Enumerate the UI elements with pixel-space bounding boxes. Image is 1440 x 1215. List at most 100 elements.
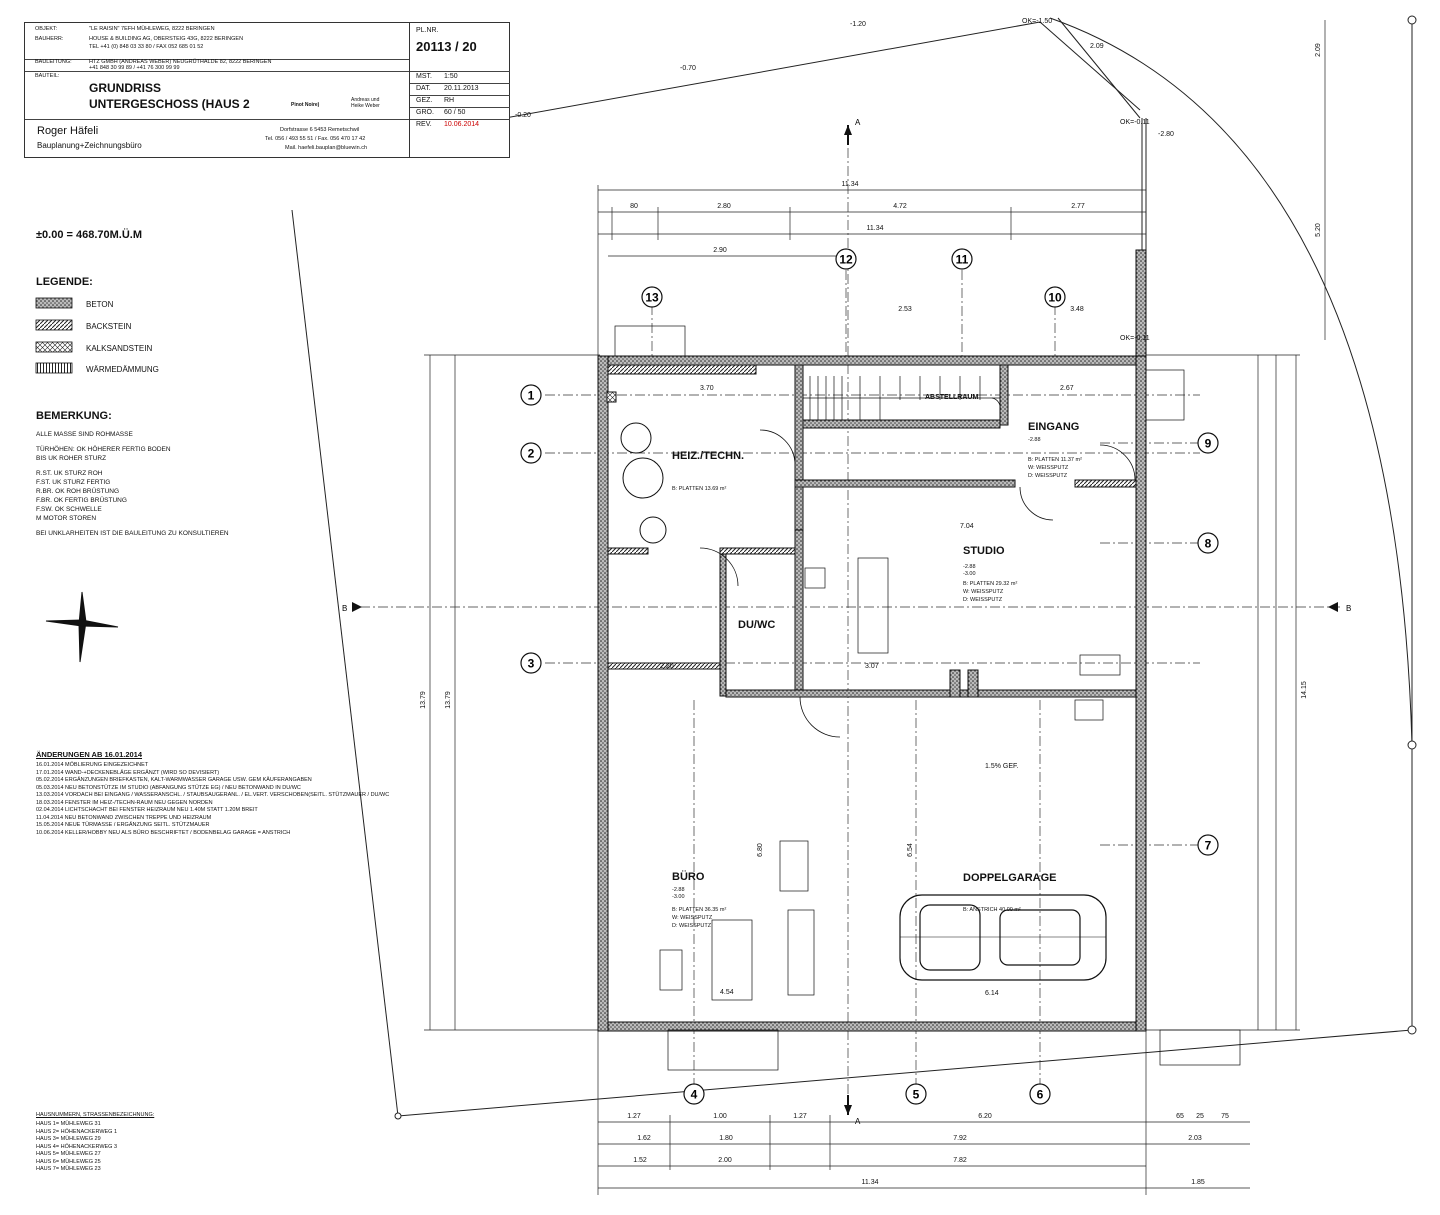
- company-sub: Bauplanung+Zeichnungsbüro: [37, 141, 142, 150]
- objekt-value: "LE RAISIN" 7EFH MÜHLEWEG, 8222 BERINGEN: [89, 26, 215, 32]
- change-line: 05.02.2014 ERGÄNZUNGEN BRIEFKASTEN, KALT…: [36, 777, 312, 783]
- dim-top-290: 2.90: [713, 247, 727, 254]
- title-block-right: PL.NR. 20113 / 20 MST.1:50 DAT.20.11.201…: [409, 23, 510, 157]
- changes-list: 16.01.2014 MÖBLIERUNG EINGEZEICHNET 17.0…: [36, 762, 389, 837]
- legend-swatches: [35, 297, 73, 374]
- site-level: OK=-1.50: [1022, 18, 1052, 25]
- title-row-lead: BAULEITUNG: HTZ GMBH (ANDREAS WEBER) NEU…: [25, 59, 409, 72]
- house-line: HAUS 1= MÜHLEWEG 31: [36, 1121, 101, 1127]
- change-line: 10.06.2014 KELLER/HOBBY NEU ALS BÜRO BES…: [36, 829, 291, 836]
- section-b-label: B: [342, 604, 347, 613]
- stairs: [803, 376, 1000, 420]
- dim-bottom-right: 75: [1221, 1113, 1229, 1120]
- axis-label: 1: [528, 389, 535, 403]
- change-line: 15.05.2014 NEUE TÜRMASSE / ERGÄNZUNG SEI…: [36, 822, 210, 828]
- dim-right-520: 5.20: [1315, 223, 1322, 237]
- axis-label: 10: [1048, 291, 1062, 305]
- site-point: [1407, 740, 1417, 750]
- owners: Andreas und Heike Weber: [351, 97, 380, 109]
- dim-left-total: 13.79: [420, 691, 427, 709]
- dim-left-total-2: 13.79: [445, 691, 452, 709]
- dim-bottom: 7.92: [953, 1135, 967, 1142]
- axis-circle: [520, 384, 542, 406]
- axis-circle: [1044, 286, 1066, 308]
- room-heiz: HEIZ./TECHN.: [672, 450, 744, 462]
- room-note: W: WEISSPUTZ: [672, 915, 713, 921]
- title-row-part: BAUTEIL: GRUNDRISS UNTERGESCHOSS (HAUS 2…: [25, 71, 409, 120]
- dim-top-part: 4.72: [893, 203, 907, 210]
- house-line: HAUS 6= MÜHLEWEG 25: [36, 1158, 101, 1165]
- site-level: -1.20: [850, 21, 866, 28]
- inner-walls: [606, 364, 1137, 698]
- axis-circle: [520, 442, 542, 464]
- room-level: -3.00: [963, 571, 976, 577]
- axis-circle: [1029, 1083, 1051, 1105]
- buffer-tank: [620, 422, 652, 454]
- bauherr-label: BAUHERR:: [35, 36, 64, 42]
- remark-line: BEI UNKLARHEITEN IST DIE BAULEITUNG ZU K…: [36, 530, 229, 537]
- revision: 10.06.2014: [444, 121, 480, 128]
- door-swings: [699, 397, 1136, 738]
- plan-title: GRUNDRISS: [89, 81, 162, 95]
- reference-level: ±0.00 = 468.70M.Ü.M: [36, 229, 143, 241]
- site-level: 2.09: [1090, 43, 1104, 50]
- remark-line: R.BR. OK ROH BRÜSTUNG: [36, 488, 120, 495]
- site-level: -0.20: [515, 112, 531, 119]
- room-studio: STUDIO: [963, 545, 1005, 557]
- dim-inner: 7.04: [960, 523, 974, 530]
- axis-circle: [1197, 834, 1219, 856]
- legend-item: BACKSTEIN: [86, 322, 132, 331]
- mail: Mail. haefeli.bauplan@bluewin.ch: [285, 145, 368, 151]
- technical-unit: [639, 516, 667, 544]
- axis-label: 13: [645, 291, 659, 305]
- room-note: D: WEISSPUTZ: [1028, 473, 1068, 479]
- dim-top-part: 80: [630, 203, 638, 210]
- dim-inner: 6.80: [757, 843, 764, 857]
- room-note: B: PLATTEN 29.32 m²: [963, 581, 1017, 587]
- site-boundary: [291, 17, 1413, 1117]
- room-note: W: WEISSPUTZ: [963, 589, 1004, 595]
- change-line: 11.04.2014 NEU BETONWAND ZWISCHEN TREPPE…: [36, 814, 212, 821]
- dim-bottom: 1.00: [713, 1113, 727, 1120]
- drawn-by: RH: [444, 97, 455, 104]
- change-line: 16.01.2014 MÖBLIERUNG EINGEZEICHNET: [36, 762, 149, 768]
- dim-bottom: 6.20: [978, 1113, 992, 1120]
- axis-label: 5: [913, 1088, 920, 1102]
- dim-inner: 6.54: [907, 843, 914, 857]
- room-note: D: WEISSPUTZ: [672, 923, 712, 929]
- remark-line: M MOTOR STOREN: [36, 515, 97, 522]
- dim-bottom-right: 1.85: [1191, 1179, 1205, 1186]
- axis-label: 7: [1205, 839, 1212, 853]
- axis-circle: [1197, 532, 1219, 554]
- legend-item: WÄRMEDÄMMUNG: [86, 365, 159, 374]
- legend-heading: LEGENDE:: [36, 276, 93, 288]
- remark-line: F.SW. OK SCHWELLE: [36, 506, 102, 513]
- section-a-label: A: [855, 1117, 861, 1126]
- section-a-label: A: [855, 118, 861, 127]
- remark-line: R.ST. UK STURZ ROH: [36, 470, 103, 477]
- house-line: HAUS 2= HÖHENACKERWEG 1: [36, 1128, 118, 1135]
- dim-inner: 4.54: [720, 989, 734, 996]
- dat-label: DAT.: [416, 85, 431, 92]
- house-line: HAUS 3= MÜHLEWEG 29: [36, 1136, 101, 1142]
- change-line: 13.03.2014 VORDACH BEI EINGANG / WASSERA…: [36, 792, 390, 798]
- room-abstellraum: ABSTELLRAUM: [925, 394, 978, 401]
- section-markers: [352, 125, 1338, 1115]
- changes-heading: ÄNDERUNGEN AB 16.01.2014: [36, 750, 143, 759]
- change-line: 18.03.2014 FENSTER IM HEIZ-/TECHN-RAUM N…: [36, 799, 213, 806]
- remarks-list: ALLE MASSE SIND ROHMASSE TÜRHÖHEN: OK HÖ…: [36, 430, 229, 538]
- furniture: [614, 325, 1241, 1071]
- dim-bottom: 7.82: [953, 1157, 967, 1164]
- axis-circle: [1197, 432, 1219, 454]
- dim-inner: 2.67: [1060, 385, 1074, 392]
- site-level: OK=-0.11: [1120, 335, 1150, 342]
- axis-label: 8: [1205, 537, 1212, 551]
- room-eingang: EINGANG: [1028, 421, 1079, 433]
- room-note: B: PLATTEN 36.35 m²: [672, 907, 726, 913]
- dim-bottom: 1.62: [637, 1135, 651, 1142]
- remark-line: ALLE MASSE SIND ROHMASSE: [36, 431, 133, 438]
- title-block: OBJEKT: "LE RAISIN" 7EFH MÜHLEWEG, 8222 …: [24, 22, 510, 158]
- dim-inner: 2.20: [660, 663, 674, 670]
- house-line: HAUS 7= MÜHLEWEG 23: [36, 1166, 101, 1172]
- mst-label: MST.: [416, 73, 432, 80]
